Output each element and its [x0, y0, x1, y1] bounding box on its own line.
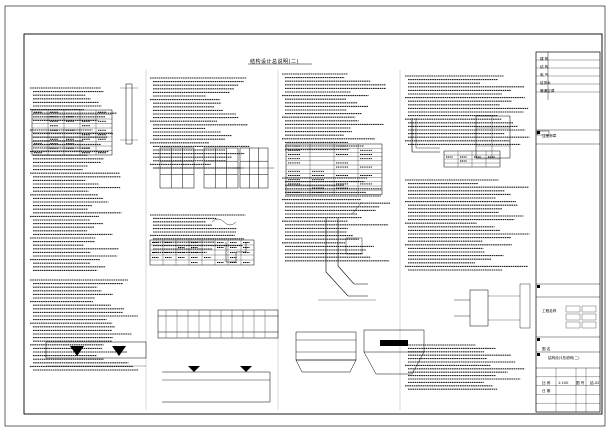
tb-scale: 1:100 — [558, 381, 569, 385]
detail-opening-bar — [454, 299, 470, 317]
detail-wall-section — [519, 283, 531, 329]
tb-sheet-no: 结-02 — [590, 381, 600, 385]
tb-drawing-name: 结构设计总说明(二) — [548, 356, 580, 360]
tb-project-label: 工程名称 — [542, 309, 557, 313]
detail-haunch — [363, 351, 425, 375]
tb-profession-1: 建 筑 — [540, 57, 549, 61]
detail-opening-corner — [411, 118, 440, 153]
detail-section-marker — [112, 346, 126, 356]
tb-section-marker — [537, 353, 540, 356]
tb-section-marker — [537, 338, 540, 341]
tb-scale-label: 比 例 — [542, 381, 551, 385]
tb-profession-4: 给排水 — [540, 81, 551, 85]
detail-wall-joint — [337, 218, 368, 285]
detail-section-marker — [240, 366, 252, 372]
detail-wall-joint — [325, 218, 368, 297]
tb-section-marker — [537, 131, 540, 134]
tb-sign-box — [565, 321, 581, 329]
title-block-frame — [535, 51, 601, 413]
detail-column-plan — [475, 115, 511, 159]
detail-tie-box — [345, 237, 363, 255]
drawing-title: 结构设计总说明(二) — [250, 59, 299, 65]
detail-section-marker — [70, 346, 84, 356]
detail-section-2 — [363, 329, 425, 353]
detail-stair-section — [225, 242, 247, 263]
detail-filled-beam — [380, 340, 408, 346]
tb-profession-3: 电 气 — [540, 73, 549, 77]
detail-wall-opening — [469, 289, 489, 327]
sheet-inner-frame — [23, 33, 603, 415]
tb-section-marker — [537, 285, 540, 288]
tb-stamp-label: 注册师章 — [542, 134, 557, 138]
detail-leader — [351, 201, 363, 215]
tb-sign-box — [581, 313, 597, 321]
detail-column-section — [125, 83, 133, 145]
detail-beam-elevation — [157, 309, 279, 339]
tb-date-label: 日 期 — [542, 389, 551, 393]
tb-profession-2: 结 构 — [540, 65, 549, 69]
detail-opening-corner — [415, 118, 440, 149]
detail-corbel — [295, 359, 357, 373]
tb-sign-box — [581, 321, 597, 329]
tb-sheet-no-label: 图 号 — [576, 381, 585, 385]
tb-profession-5: 暖通空调 — [540, 89, 555, 93]
tb-sign-box — [581, 305, 597, 313]
tb-sign-box — [565, 305, 581, 313]
detail-section-1 — [295, 331, 357, 361]
sheet-outer-border — [4, 5, 606, 427]
detail-slab-section — [162, 371, 271, 403]
tb-drawing-name-label: 图 名 — [542, 347, 551, 351]
detail-curve — [211, 218, 237, 226]
tb-sign-box — [565, 313, 581, 321]
detail-section-marker — [188, 366, 200, 372]
